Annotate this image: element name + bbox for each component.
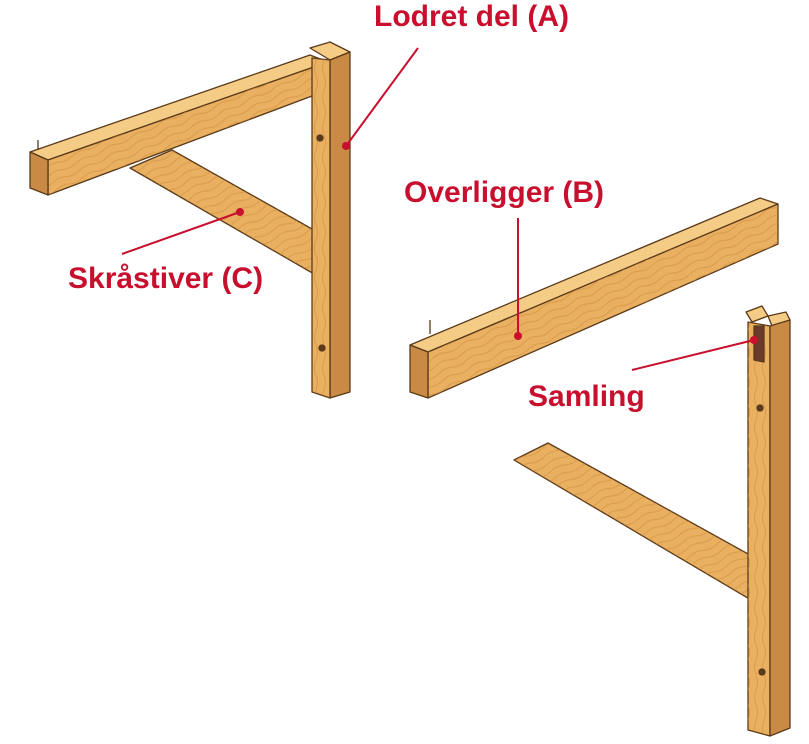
assembled-bracket xyxy=(29,41,351,399)
joint-slot xyxy=(753,325,765,363)
label-vertical-part: Lodret del (A) xyxy=(374,0,569,33)
label-brace: Skråstiver (C) xyxy=(68,262,264,295)
separate-vertical-part xyxy=(745,305,791,737)
leader-brace xyxy=(121,211,241,255)
leader-vertical-part xyxy=(345,47,419,147)
separate-brace xyxy=(513,442,772,632)
label-top-rail: Overligger (B) xyxy=(404,176,605,209)
leader-lines xyxy=(121,47,758,371)
assembled-vertical-part xyxy=(309,41,351,399)
leader-joint xyxy=(631,339,755,371)
assembled-top-rail xyxy=(29,54,329,196)
separate-top-rail xyxy=(409,197,779,399)
label-joint: Samling xyxy=(528,380,645,413)
